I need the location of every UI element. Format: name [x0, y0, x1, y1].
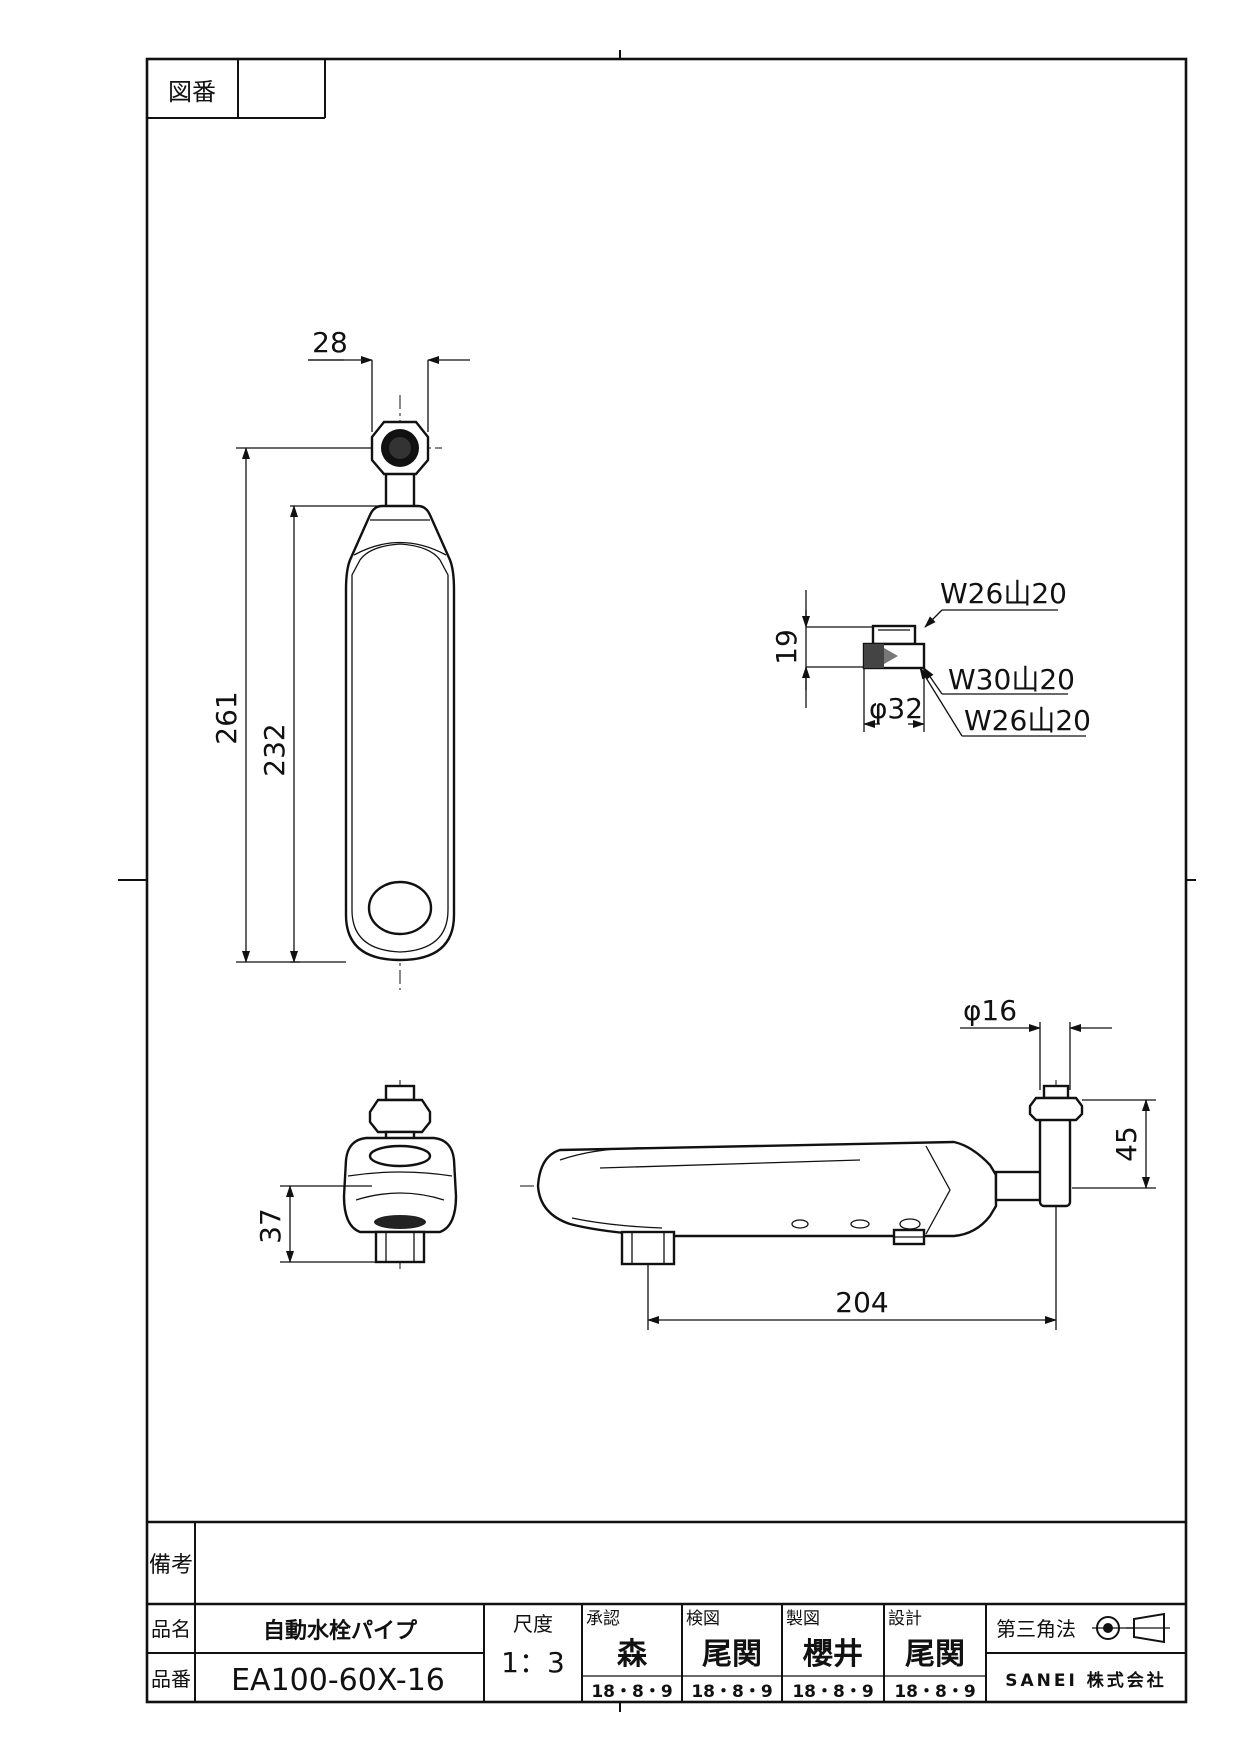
dim-riser-height: 45 — [1110, 1126, 1143, 1162]
draft-name: 櫻井 — [802, 1637, 863, 1672]
end-view: 37 — [254, 1080, 458, 1270]
scale-value: 1：3 — [501, 1646, 565, 1679]
dim-pipe-diameter: φ16 — [963, 994, 1017, 1027]
remarks-label: 備考 — [149, 1553, 193, 1578]
dim-adapter-diameter: φ32 — [869, 692, 923, 725]
sheet-frame — [118, 50, 1196, 1712]
check-label: 検図 — [686, 1609, 720, 1629]
side-view: φ16 45 204 — [520, 994, 1156, 1330]
approval-date: 18・8・9 — [591, 1682, 672, 1702]
drawing-number-label: 図番 — [168, 78, 216, 106]
product-name-label: 品名 — [151, 1617, 191, 1641]
dim-reach: 204 — [835, 1286, 888, 1319]
dim-top-width: 28 — [312, 326, 348, 359]
design-name: 尾関 — [905, 1637, 965, 1672]
design-label: 設計 — [888, 1609, 922, 1629]
dim-side-height: 37 — [254, 1208, 287, 1244]
draft-label: 製図 — [786, 1609, 820, 1629]
remarks-row: 備考 — [147, 1520, 1186, 1604]
approval-name: 森 — [617, 1637, 648, 1672]
dim-overall-length: 261 — [210, 691, 243, 744]
product-number-value: EA100-60X-16 — [231, 1663, 445, 1698]
projection-label: 第三角法 — [996, 1617, 1076, 1641]
thread-middle-label: W30山20 — [948, 663, 1075, 696]
design-date: 18・8・9 — [894, 1682, 975, 1702]
scale-label: 尺度 — [513, 1612, 553, 1636]
dim-body-length: 232 — [258, 723, 291, 776]
top-view — [344, 395, 456, 990]
check-name: 尾関 — [702, 1637, 762, 1672]
drawing-number-box: 図番 — [147, 59, 326, 119]
thread-bottom-label: W26山20 — [964, 704, 1091, 737]
dim-adapter-height: 19 — [770, 629, 803, 665]
thread-top-label: W26山20 — [940, 577, 1067, 610]
product-number-label: 品番 — [151, 1667, 191, 1691]
adapter-detail: 19 φ32 W26山20 W30山20 W26山20 — [770, 577, 1091, 737]
approval-label: 承認 — [586, 1609, 620, 1629]
title-block: 品名 自動水栓パイプ 品番 EA100-60X-16 尺度 1：3 承認 森 1… — [147, 1602, 1186, 1702]
check-date: 18・8・9 — [691, 1682, 772, 1702]
draft-date: 18・8・9 — [792, 1682, 873, 1702]
product-name-value: 自動水栓パイプ — [263, 1618, 418, 1644]
company-name: SANEI 株式会社 — [1005, 1670, 1166, 1691]
top-view-dimensions: 28 261 232 — [210, 326, 470, 963]
third-angle-projection-icon — [1092, 1612, 1170, 1644]
